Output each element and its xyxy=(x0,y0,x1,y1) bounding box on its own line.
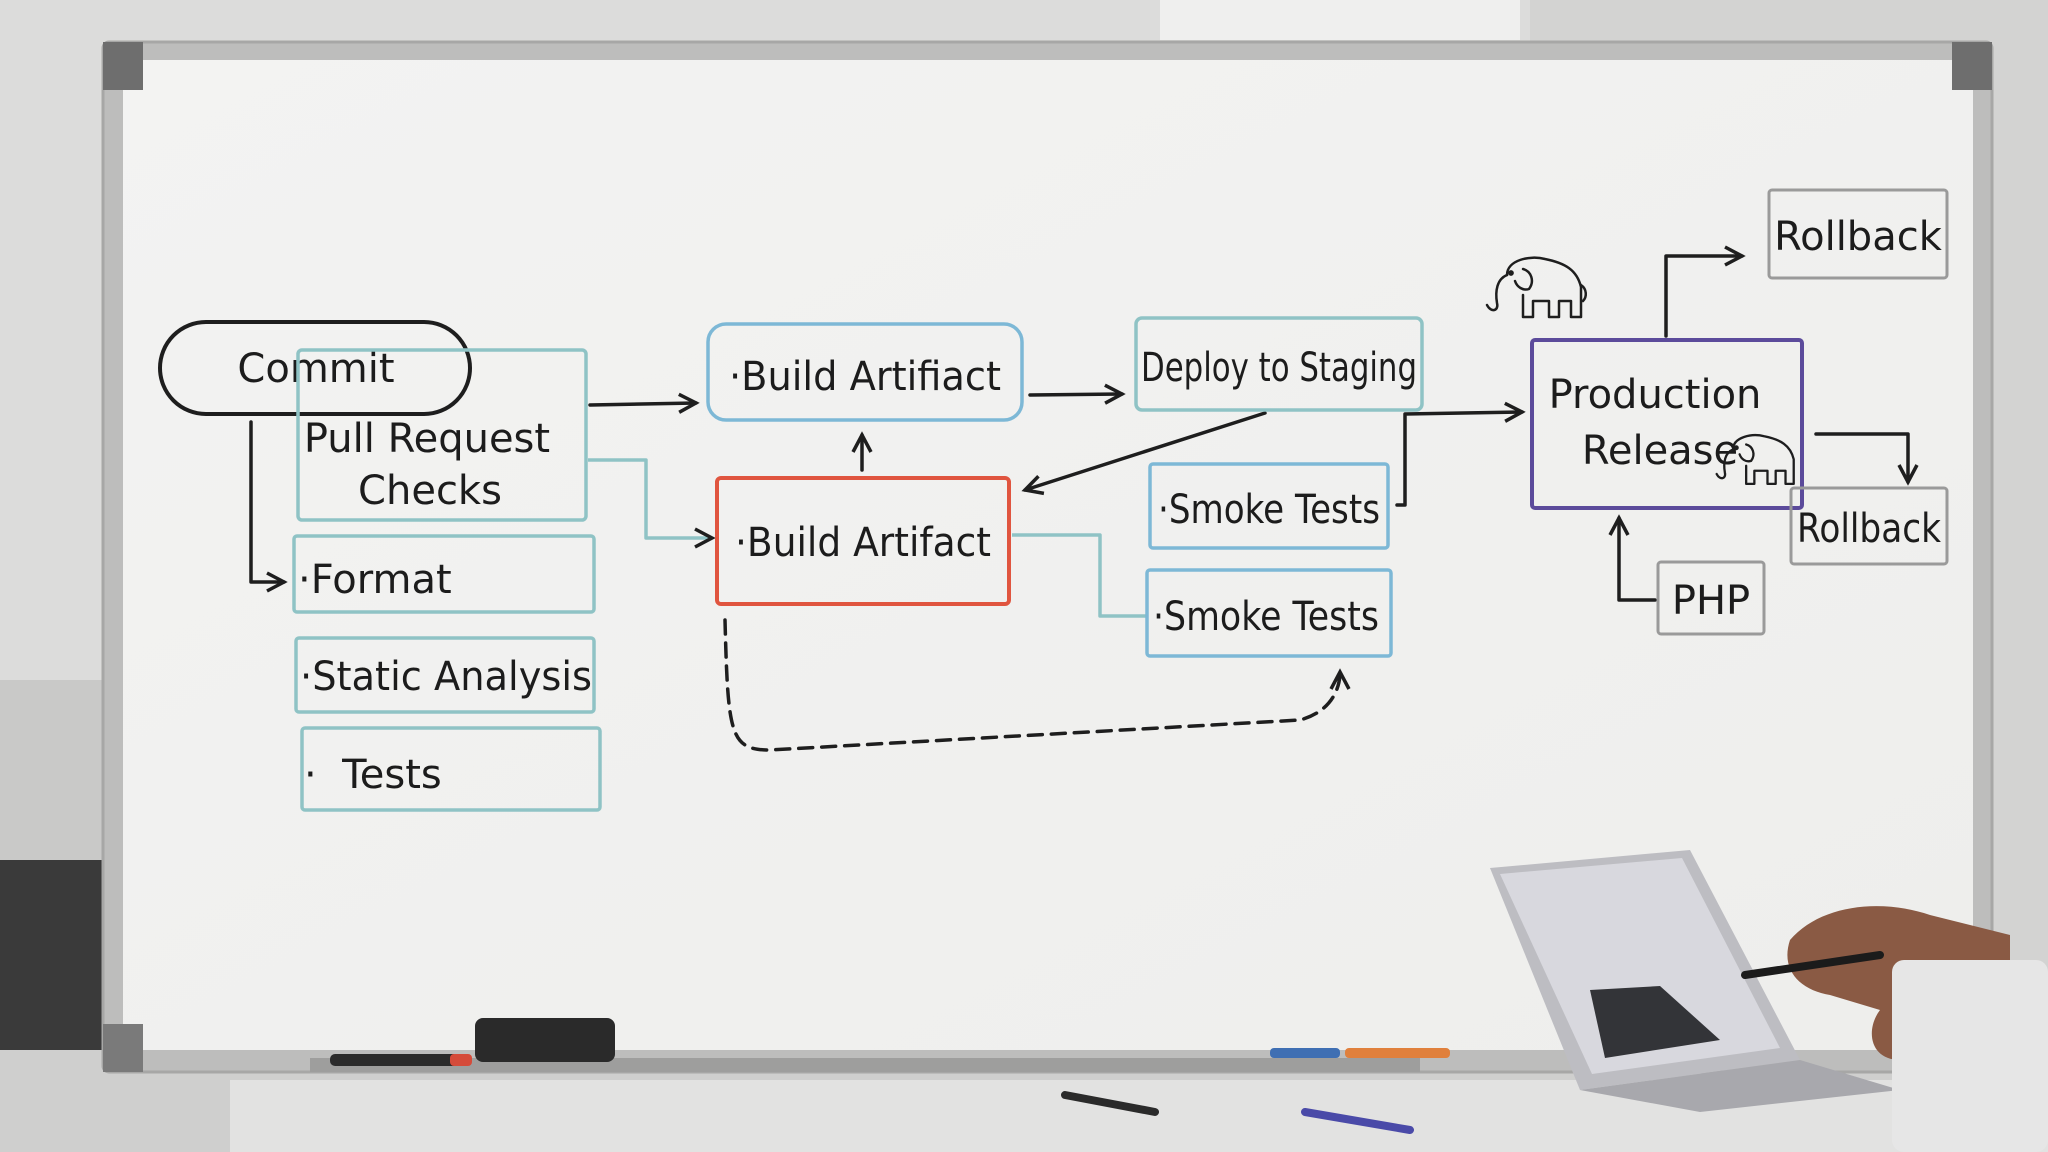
node-pr-checks[interactable]: Pull Request Checks xyxy=(296,348,588,522)
node-commit[interactable]: Commit xyxy=(158,320,472,416)
arrow-commit-to-format xyxy=(249,420,288,593)
node-static-analysis-label: ·Static Analysis xyxy=(300,654,592,700)
marker-tray xyxy=(330,1018,1450,1066)
arrow-pr-to-build-artifiact xyxy=(588,392,700,414)
node-build-artifiact-label: ·Build Artifiact xyxy=(729,354,1001,400)
node-pr-checks-label-line1: Pull Request xyxy=(304,416,550,462)
node-smoke-tests-2-label: ·Smoke Tests xyxy=(1153,594,1379,640)
node-smoke-tests-1-label: ·Smoke Tests xyxy=(1158,487,1380,533)
node-deploy-staging[interactable]: Deploy to Staging xyxy=(1134,316,1424,412)
node-production-release-label-line2: Release xyxy=(1582,428,1738,474)
elephant-icon xyxy=(1715,434,1795,485)
elephant-icon xyxy=(1485,256,1587,319)
node-deploy-staging-label: Deploy to Staging xyxy=(1141,345,1417,391)
arrow-build-artifiact-to-deploy xyxy=(1028,383,1126,405)
node-smoke-tests-1[interactable]: ·Smoke Tests xyxy=(1148,462,1390,550)
node-production-release[interactable]: Production Release xyxy=(1530,338,1804,510)
node-php-label: PHP xyxy=(1672,578,1750,624)
dashed-arrow-build-to-smoke xyxy=(723,618,1351,752)
node-commit-label: Commit xyxy=(237,346,394,392)
coffee-mug xyxy=(1892,960,2048,1152)
connector-build-artifact-to-smoke xyxy=(1012,533,1147,618)
arrow-deploy-to-build-artifact xyxy=(1021,411,1267,496)
marker-red-cap xyxy=(450,1054,472,1066)
node-build-artifact-label: ·Build Artifact xyxy=(735,520,991,566)
arrow-smoke-to-production xyxy=(1395,401,1526,507)
marker-blue[interactable] xyxy=(1270,1048,1340,1058)
node-rollback-bottom[interactable]: Rollback xyxy=(1789,486,1949,566)
node-production-release-label-line1: Production xyxy=(1549,372,1762,418)
node-smoke-tests-2[interactable]: ·Smoke Tests xyxy=(1145,568,1393,658)
marker-black[interactable] xyxy=(330,1054,470,1066)
node-format[interactable]: ·Format xyxy=(292,534,596,614)
node-format-label: ·Format xyxy=(298,557,452,603)
connectors xyxy=(249,245,1919,752)
node-build-artifiact[interactable]: ·Build Artifiact xyxy=(706,322,1024,422)
node-rollback-top-label: Rollback xyxy=(1774,214,1943,260)
node-tests-label: · Tests xyxy=(304,752,442,798)
eraser[interactable] xyxy=(475,1018,615,1062)
whiteboard xyxy=(101,40,1994,1074)
teal-connectors xyxy=(588,458,1147,618)
node-rollback-bottom-label: Rollback xyxy=(1797,506,1942,552)
node-tests[interactable]: · Tests xyxy=(300,726,602,812)
arrow-production-to-rollback-top xyxy=(1664,245,1746,338)
node-static-analysis[interactable]: ·Static Analysis xyxy=(294,636,596,714)
connector-pr-to-build-artifact xyxy=(588,458,716,549)
node-pr-checks-label-line2: Checks xyxy=(358,468,502,514)
node-php[interactable]: PHP xyxy=(1656,560,1766,636)
marker-orange[interactable] xyxy=(1345,1048,1450,1058)
node-rollback-top[interactable]: Rollback xyxy=(1767,188,1949,280)
laptop xyxy=(1490,850,1900,1112)
arrow-php-to-production xyxy=(1608,514,1657,602)
node-build-artifact[interactable]: ·Build Artifact xyxy=(715,476,1011,606)
desk-pens xyxy=(1061,1091,1414,1134)
arrow-production-to-rollback-bottom xyxy=(1814,432,1919,486)
